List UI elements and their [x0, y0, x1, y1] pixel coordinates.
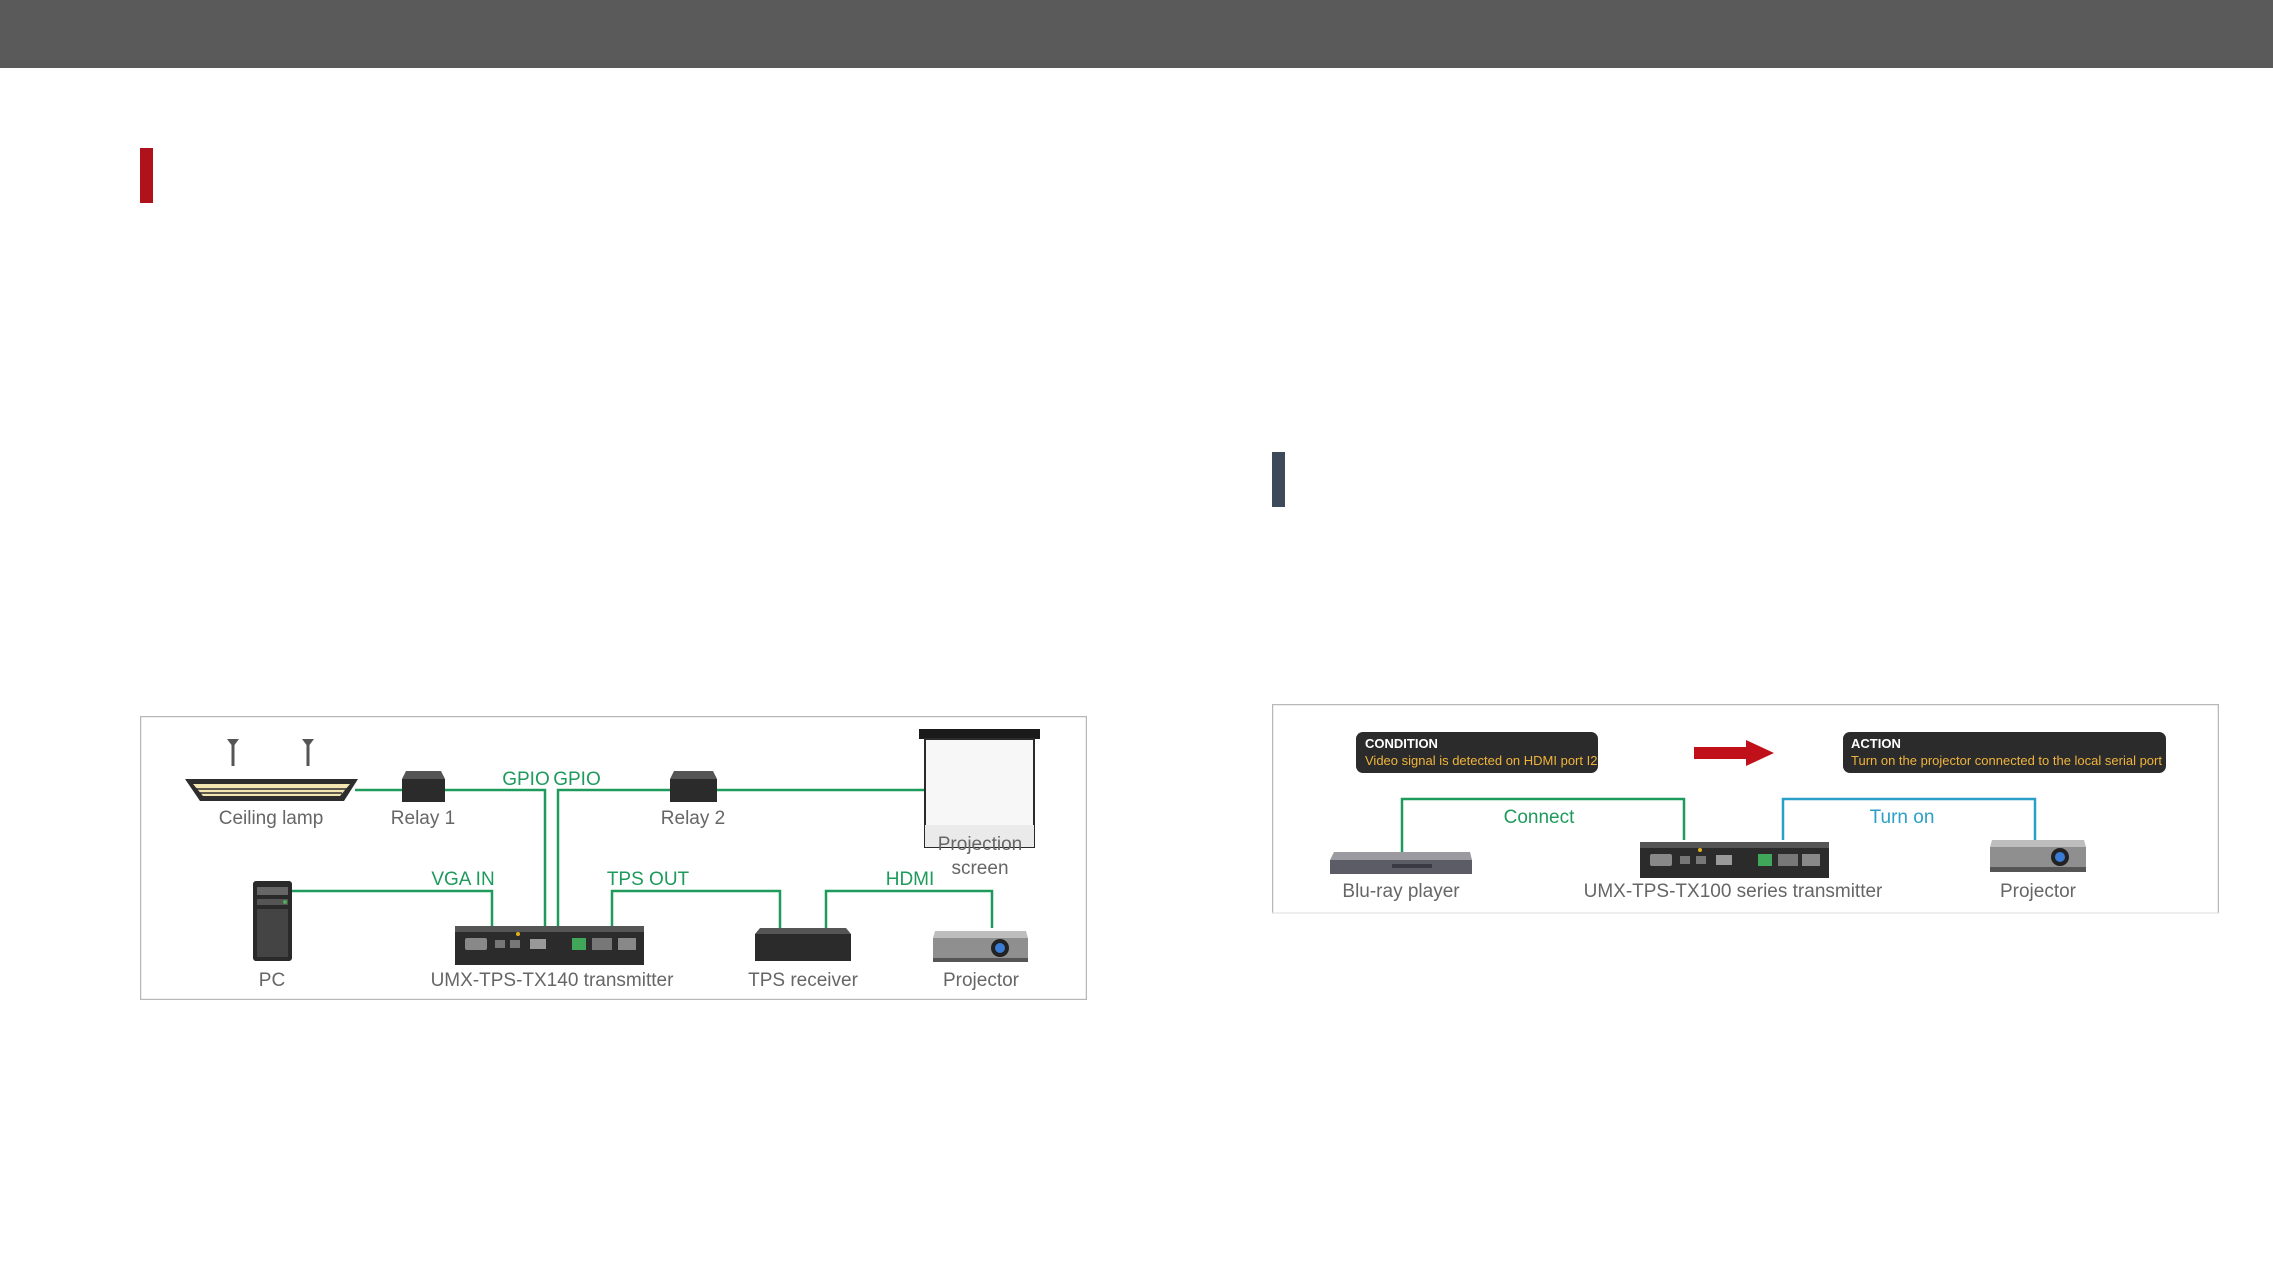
transmitter-device-icon: [455, 926, 644, 965]
action-text: Turn on the projector connected to the l…: [1851, 753, 2162, 768]
relay2-icon: [670, 771, 717, 802]
tps-out-label: TPS OUT: [607, 869, 690, 890]
projector-right-label: Projector: [2000, 881, 2077, 902]
condition-title: CONDITION: [1365, 736, 1438, 751]
gpio-right-label: GPIO: [553, 769, 601, 790]
wire-hdmi: [824, 889, 994, 928]
hdmi-label: HDMI: [886, 869, 935, 890]
projector-label: Projector: [943, 970, 1020, 991]
projection-screen-label-2: screen: [951, 858, 1008, 879]
wire-turn-on: [1781, 797, 2037, 840]
action-box: ACTION Turn on the projector connected t…: [1843, 732, 2166, 773]
transmitter-series-icon: [1640, 842, 1829, 878]
section-marker-dark: [1272, 452, 1285, 507]
connect-label: Connect: [1504, 807, 1575, 828]
gpio-left-label: GPIO: [502, 769, 550, 790]
top-header-bar: [0, 0, 2273, 68]
event-condition-action-diagram: CONDITION Video signal is detected on HD…: [1272, 704, 2219, 914]
condition-text: Video signal is detected on HDMI port I2: [1365, 753, 1597, 768]
wire-pc-vga: [292, 889, 494, 928]
ceiling-lamp-label: Ceiling lamp: [219, 808, 324, 829]
wire-connect: [1400, 797, 1686, 852]
projector-icon: [933, 931, 1028, 962]
wire-gpio-relay2: [556, 788, 670, 928]
projection-screen-icon: [919, 729, 1040, 848]
condition-box: CONDITION Video signal is detected on HD…: [1356, 732, 1598, 773]
wire-relay1-gpio: [445, 788, 547, 928]
relay1-icon: [402, 771, 445, 802]
pc-label: PC: [259, 970, 285, 991]
bluray-label: Blu-ray player: [1342, 881, 1460, 902]
arrow-right-icon: [1694, 740, 1774, 766]
projector-right-icon: [1990, 840, 2086, 872]
action-title: ACTION: [1851, 736, 1901, 751]
bluray-player-icon: [1330, 852, 1472, 874]
turn-on-label: Turn on: [1870, 807, 1935, 828]
tps-receiver-label: TPS receiver: [748, 970, 858, 991]
tps-receiver-icon: [755, 928, 851, 961]
transmitter-series-label: UMX-TPS-TX100 series transmitter: [1584, 881, 1883, 902]
gpio-wiring-diagram: Ceiling lamp Relay 1 Relay 2 Projection …: [140, 716, 1087, 1000]
projection-screen-label-1: Projection: [938, 834, 1023, 855]
section-marker-red: [140, 148, 153, 203]
pc-tower-icon: [253, 881, 292, 961]
wire-tps-out: [610, 889, 782, 928]
relay2-label: Relay 2: [661, 808, 725, 829]
relay1-label: Relay 1: [391, 808, 455, 829]
ceiling-lamp-icon: [185, 739, 358, 801]
vga-in-label: VGA IN: [431, 869, 494, 890]
transmitter-label: UMX-TPS-TX140 transmitter: [431, 970, 674, 991]
